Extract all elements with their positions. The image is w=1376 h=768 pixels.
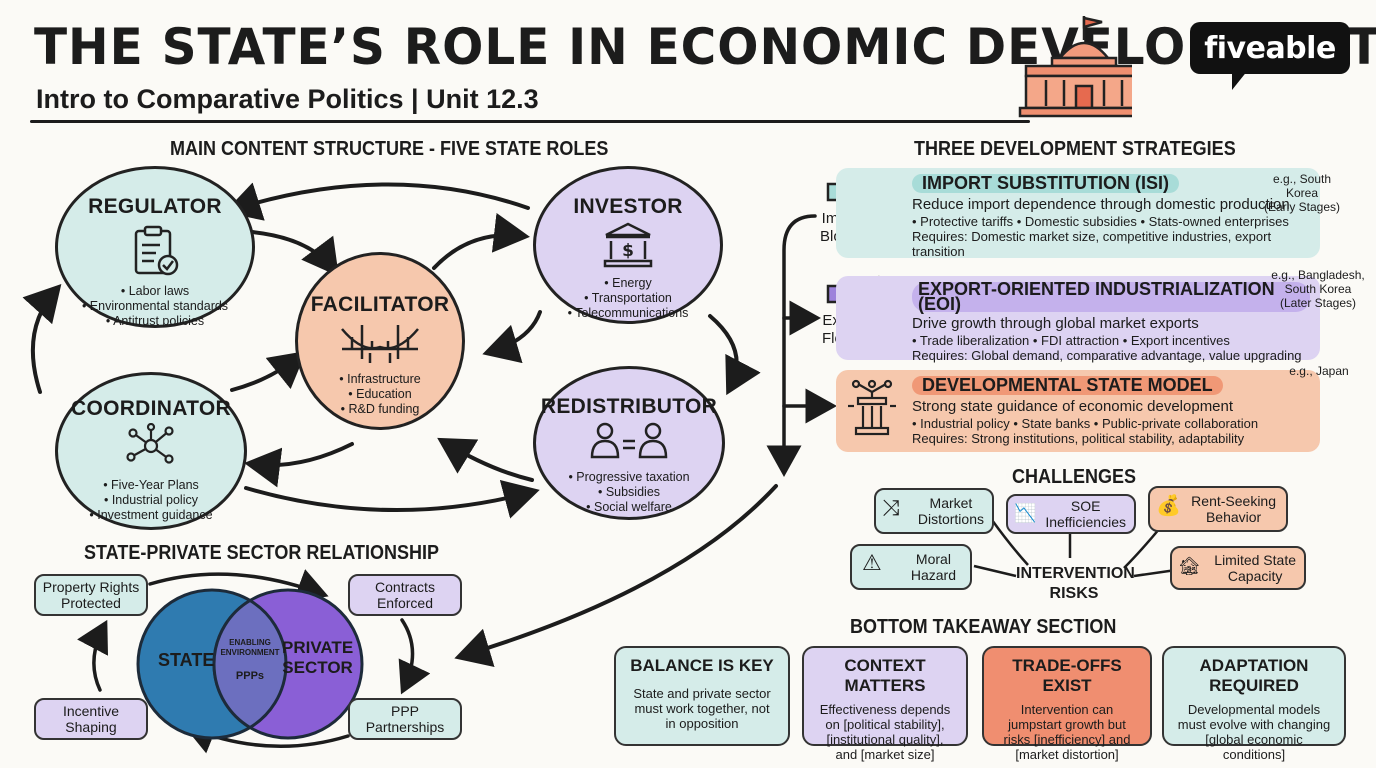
dev-desc: Strong state guidance of economic develo… xyxy=(912,398,1234,415)
money-hand-icon: 💰 xyxy=(1156,495,1181,517)
eoi-example: e.g., Bangladesh,South Korea(Later Stage… xyxy=(1271,268,1365,310)
venn-diagram xyxy=(136,588,364,740)
regulator-title: REGULATOR xyxy=(88,195,222,218)
isi-bullets: • Protective tariffs • Domestic subsidie… xyxy=(912,214,1289,229)
coordinator-circle: COORDINATOR • Five-Year Plans • Industri… xyxy=(55,372,247,530)
redistributor-title: REDISTRIBUTOR xyxy=(540,395,718,418)
isi-requires: Requires: Domestic market size, competit… xyxy=(912,229,1272,259)
regulator-item: • Antitrust policies xyxy=(105,314,205,328)
facilitator-item: • Education xyxy=(348,387,412,401)
relationship-heading: STATE-PRIVATE SECTOR RELATIONSHIP xyxy=(84,542,440,564)
redistributor-circle: REDISTRIBUTOR • Progressive taxation • S… xyxy=(533,366,725,520)
eoi-title: EXPORT-ORIENTED INDUSTRIALIZATION (EOI) xyxy=(912,280,1310,313)
coordinator-item: • Investment guidance xyxy=(89,508,213,522)
coordinator-item: • Industrial policy xyxy=(103,493,198,507)
page-subtitle: Intro to Comparative Politics | Unit 12.… xyxy=(36,84,539,114)
title-rule xyxy=(30,120,1030,123)
isi-desc: Reduce import dependence through domesti… xyxy=(912,196,1290,213)
isi-card: IMPORT SUBSTITUTION (ISI) Reduce import … xyxy=(836,168,1320,259)
takeaway-card: ADAPTATION REQUIRED Developmental models… xyxy=(1162,646,1346,762)
takeaways-heading: BOTTOM TAKEAWAY SECTION xyxy=(850,616,1117,638)
redistributor-item: • Social welfare xyxy=(586,500,672,514)
redistributor-item: • Subsidies xyxy=(597,485,661,499)
regulator-circle: REGULATOR • Labor laws • Environmental s… xyxy=(55,166,255,328)
strategies-heading: THREE DEVELOPMENT STRATEGIES xyxy=(914,138,1236,160)
developmental-card: DEVELOPMENTAL STATE MODEL Strong state g… xyxy=(836,370,1320,452)
people-equal-icon xyxy=(590,422,668,459)
shuffle-icon: ⤨ xyxy=(882,495,900,520)
warning-icon: ⚠ xyxy=(862,550,882,575)
dev-bullets: • Industrial policy • State banks • Publ… xyxy=(912,416,1259,431)
coordinator-item: • Five-Year Plans xyxy=(103,478,199,492)
dev-requires: Requires: Strong institutions, political… xyxy=(912,431,1245,446)
svg-text:$: $ xyxy=(622,241,634,261)
bank-dollar-icon: $ xyxy=(603,222,653,268)
investor-item: • Transportation xyxy=(584,291,672,305)
regulator-item: • Environmental standards xyxy=(81,299,229,313)
network-icon xyxy=(126,422,174,464)
facilitator-circle: FACILITATOR • Infrastructure • Education… xyxy=(295,252,465,430)
declining-chart-icon: 📉 xyxy=(1014,503,1037,523)
investor-item: • Energy xyxy=(604,276,652,290)
dev-example: e.g., Japan xyxy=(1289,364,1349,378)
roles-heading: MAIN CONTENT STRUCTURE - FIVE STATE ROLE… xyxy=(170,138,609,160)
investor-item: • Telecommunications xyxy=(567,306,689,320)
eoi-card: EXPORT-ORIENTED INDUSTRIALIZATION (EOI) … xyxy=(836,276,1320,363)
venn-state-label: STATE xyxy=(158,650,215,670)
page-title: THE STATE’S ROLE IN ECONOMIC DEVELOPMENT xyxy=(34,18,1376,76)
isi-title: IMPORT SUBSTITUTION (ISI) xyxy=(912,174,1179,193)
capitol-building-icon xyxy=(1018,16,1132,118)
investor-circle: INVESTOR $ • Energy • Transportation • T… xyxy=(533,166,723,324)
investor-title: INVESTOR xyxy=(573,195,683,218)
eoi-bullets: • Trade liberalization • FDI attraction … xyxy=(912,333,1230,348)
facilitator-item: • Infrastructure xyxy=(339,372,421,386)
pillar-network-icon xyxy=(848,379,896,436)
clipboard-check-icon xyxy=(134,225,179,276)
redistributor-item: • Progressive taxation xyxy=(568,470,690,484)
isi-example: e.g., South Korea(Early Stages) xyxy=(1263,172,1341,214)
venn-overlap-ppp: PPPs xyxy=(235,670,265,682)
facilitator-title: FACILITATOR xyxy=(310,293,450,316)
facilitator-item: • R&D funding xyxy=(340,402,420,416)
crumbling-pillar-icon: 🏚 xyxy=(1178,556,1201,576)
challenges-heading: CHALLENGES xyxy=(1012,466,1137,488)
coordinator-title: COORDINATOR xyxy=(70,397,232,420)
fiveable-logo: fiveable xyxy=(1190,22,1350,74)
eoi-desc: Drive growth through global market expor… xyxy=(912,315,1199,332)
logo-tail xyxy=(1232,70,1248,90)
regulator-item: • Labor laws xyxy=(120,284,190,298)
eoi-requires: Requires: Global demand, comparative adv… xyxy=(912,348,1302,363)
dev-title: DEVELOPMENTAL STATE MODEL xyxy=(912,376,1223,395)
bridge-icon xyxy=(341,325,419,363)
